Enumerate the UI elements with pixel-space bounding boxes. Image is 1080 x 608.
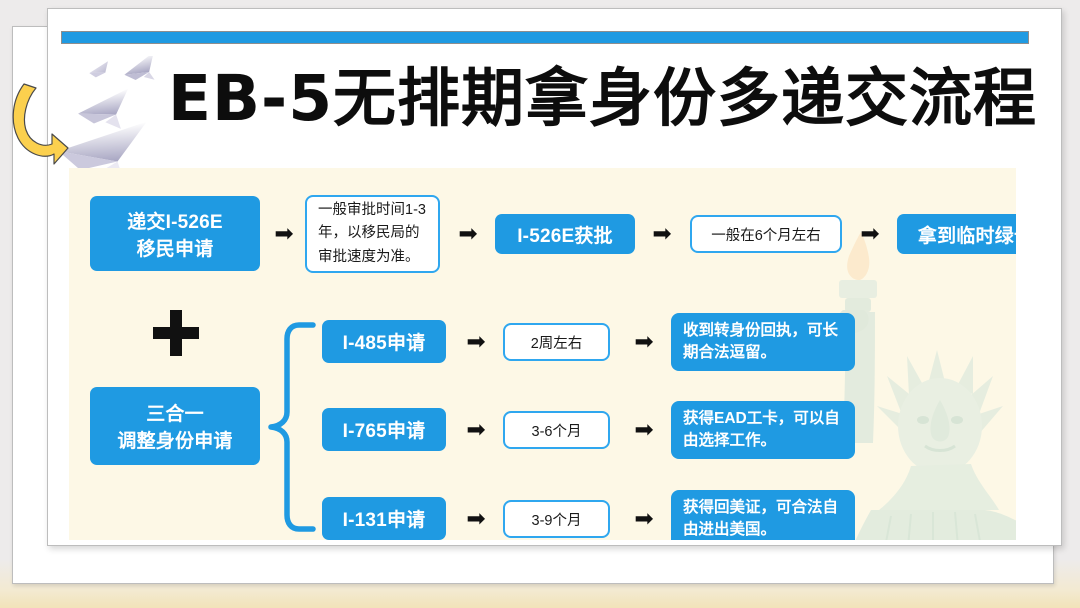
flow-panel: 递交I-526E 移民申请 ➡ 一般审批时间1-3年，以移民局的审批速度为准。 … xyxy=(69,168,1016,540)
node-submit-i526e-line1: 递交I-526E xyxy=(127,211,223,233)
node-three-in-one[interactable]: 三合一 调整身份申请 xyxy=(90,387,260,465)
arrow-right-icon: ➡ xyxy=(634,416,654,443)
node-three-in-one-line2: 调整身份申请 xyxy=(117,431,233,452)
outcome-i131[interactable]: 获得回美证，可合法自由进出美国。 xyxy=(671,490,855,540)
top-blue-bar xyxy=(61,31,1029,44)
node-submit-i526e[interactable]: 递交I-526E 移民申请 xyxy=(90,196,260,271)
duration-i765: 3-6个月 xyxy=(503,411,610,449)
arrow-right-icon: ➡ xyxy=(466,416,486,443)
outcome-i485[interactable]: 收到转身份回执，可长期合法逗留。 xyxy=(671,313,855,371)
node-i526e-approved[interactable]: I-526E获批 xyxy=(495,214,635,254)
arrow-right-icon: ➡ xyxy=(860,220,880,247)
outcome-i765[interactable]: 获得EAD工卡，可以自由选择工作。 xyxy=(671,401,855,459)
arrow-right-icon: ➡ xyxy=(634,328,654,355)
duration-i131: 3-9个月 xyxy=(503,500,610,538)
page-title: EB-5无排期拿身份多递交流程 xyxy=(168,62,1038,135)
node-three-in-one-line1: 三合一 xyxy=(146,404,204,425)
node-temp-greencard[interactable]: 拿到临时绿卡 xyxy=(897,214,1016,254)
arrow-right-icon: ➡ xyxy=(634,505,654,532)
node-submit-i526e-line2: 移民申请 xyxy=(136,238,214,260)
curly-brace-icon xyxy=(267,320,317,535)
plus-icon xyxy=(149,306,203,360)
node-i485-application[interactable]: I-485申请 xyxy=(322,320,446,363)
arrow-right-icon: ➡ xyxy=(274,220,294,247)
node-i765-application[interactable]: I-765申请 xyxy=(322,408,446,451)
arrow-right-icon: ➡ xyxy=(466,328,486,355)
note-greencard-duration: 一般在6个月左右 xyxy=(690,215,842,253)
arrow-right-icon: ➡ xyxy=(466,505,486,532)
yellow-curved-arrow-icon xyxy=(8,78,70,166)
note-i526e-duration: 一般审批时间1-3年，以移民局的审批速度为准。 xyxy=(305,195,440,273)
arrow-right-icon: ➡ xyxy=(652,220,672,247)
arrow-right-icon: ➡ xyxy=(458,220,478,247)
page-front-sheet: EB-5无排期拿身份多递交流程 xyxy=(47,8,1062,546)
duration-i485: 2周左右 xyxy=(503,323,610,361)
node-i131-application[interactable]: I-131申请 xyxy=(322,497,446,540)
